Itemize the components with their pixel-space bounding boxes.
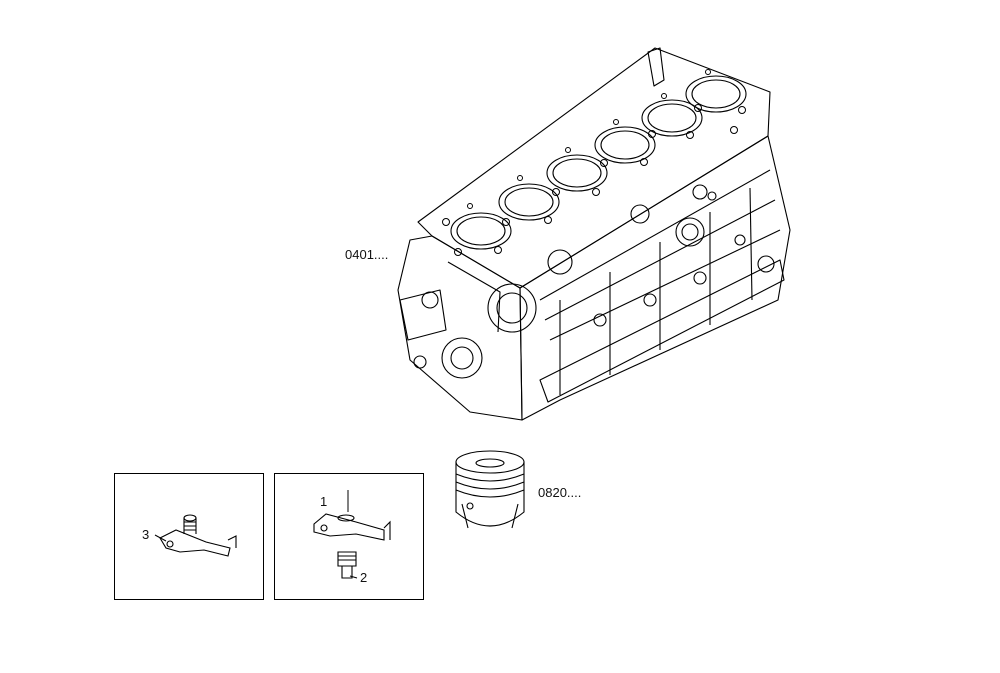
callout-number-3: 3 (142, 527, 150, 542)
inset-box-right (274, 473, 424, 600)
oil-jet-nozzle-3[interactable] (159, 514, 237, 557)
callout-number-2: 2 (360, 570, 368, 585)
inset-box-left (114, 473, 264, 600)
piston-reference-label[interactable]: 0820.... (538, 485, 582, 500)
deck-bolt-holes (442, 69, 746, 256)
leader-lines (154, 490, 358, 579)
engine-block-reference-label[interactable]: 0401.... (345, 247, 389, 262)
callout-number-1: 1 (320, 494, 328, 509)
cylinder-bores (450, 75, 747, 250)
engine-block[interactable] (397, 47, 791, 421)
banjo-bolt-2[interactable] (337, 551, 357, 579)
piston[interactable] (455, 450, 525, 529)
oil-jet-nozzle-1[interactable] (313, 513, 391, 541)
